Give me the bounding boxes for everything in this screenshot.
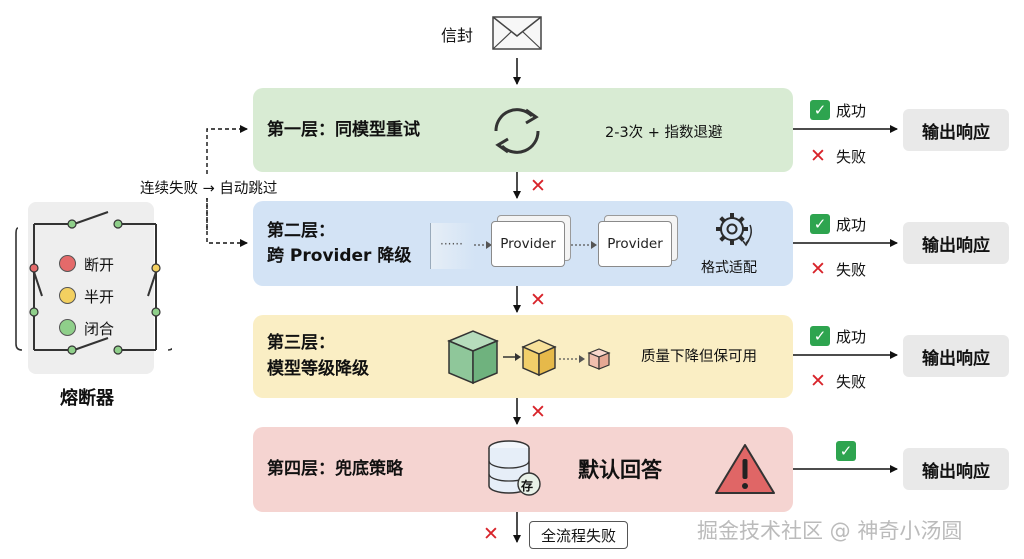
small-cube-icon — [587, 348, 611, 370]
layer-3-note: 质量下降但保可用 — [641, 349, 757, 365]
breaker-circuit-icon — [15, 211, 172, 355]
breaker-state-half-open-dot — [59, 287, 76, 304]
layer-4-title: 第四层：兜底策略 — [267, 459, 403, 479]
final-fail-box: 全流程失败 — [529, 521, 628, 549]
layer-2-title-line1: 第二层： — [267, 221, 335, 241]
fail-label-1: 失败 — [836, 148, 867, 166]
success-check-icon-1: ✓ — [810, 100, 830, 120]
breaker-panel — [28, 202, 154, 374]
fail-x-between-2-3: ✕ — [530, 289, 546, 311]
fail-label-2: 失败 — [836, 261, 867, 279]
provider-dots: ······ — [440, 237, 463, 251]
skip-label: 连续失败 → 自动跳过 — [138, 177, 280, 198]
layer-3-title-line1: 第三层： — [267, 333, 335, 353]
provider-stack-fade — [430, 223, 475, 269]
refresh-cycle-icon — [494, 108, 540, 154]
large-cube-icon — [447, 330, 499, 385]
fail-x-icon-3: ✕ — [810, 370, 826, 392]
provider-card-1-label: Provider — [500, 236, 556, 252]
output-response-1-label: 输出响应 — [922, 122, 990, 143]
output-response-2: 输出响应 — [903, 222, 1009, 264]
provider-card-1: Provider — [491, 221, 565, 267]
fail-x-icon-1: ✕ — [810, 145, 826, 167]
layer-2-note: 格式适配 — [701, 260, 757, 276]
layer-3-title-line2: 模型等级降级 — [267, 359, 369, 379]
fail-label-3: 失败 — [836, 373, 867, 391]
fail-x-final: ✕ — [483, 523, 499, 545]
layer-1-title: 第一层：同模型重试 — [267, 120, 420, 140]
breaker-title: 熔断器 — [60, 388, 114, 409]
success-label-2: 成功 — [836, 216, 867, 234]
model-cubes-graphic — [447, 330, 611, 385]
output-response-4: 输出响应 — [903, 448, 1009, 490]
output-response-3-label: 输出响应 — [922, 348, 990, 369]
skip-line-layer1 — [206, 125, 248, 230]
breaker-state-half-open-label: 半开 — [84, 288, 115, 306]
database-storage-icon — [488, 440, 541, 496]
provider-card-2-label: Provider — [607, 236, 663, 252]
breaker-state-closed-dot — [59, 319, 76, 336]
fail-x-between-1-2: ✕ — [530, 175, 546, 197]
provider-arrow-2 — [571, 241, 597, 249]
envelope-icon — [492, 16, 542, 50]
layer-3-box: 第三层： 模型等级降级 — [253, 315, 793, 398]
success-label-3: 成功 — [836, 328, 867, 346]
layer-4-note: 默认回答 — [578, 458, 662, 482]
output-response-2-label: 输出响应 — [922, 235, 990, 256]
layer-2-box: 第二层： 跨 Provider 降级 ······ Provider Provi… — [253, 201, 793, 286]
breaker-state-open-dot — [59, 255, 76, 272]
watermark: 掘金技术社区 @ 神奇小汤圆 — [697, 519, 963, 543]
output-response-3: 输出响应 — [903, 335, 1009, 377]
layer-1-note: 2-3次 + 指数退避 — [605, 125, 723, 141]
success-check-icon-3: ✓ — [810, 326, 830, 346]
final-fail-label: 全流程失败 — [540, 526, 616, 545]
breaker-state-closed-label: 闭合 — [84, 320, 115, 338]
output-response-4-label: 输出响应 — [922, 461, 990, 482]
success-check-icon-2: ✓ — [810, 214, 830, 234]
warning-icon — [715, 444, 775, 494]
success-label-1: 成功 — [836, 102, 867, 120]
fail-x-between-3-4: ✕ — [530, 401, 546, 423]
medium-cube-icon — [521, 339, 557, 377]
output-response-1: 输出响应 — [903, 109, 1009, 151]
layer-4-box: 第四层：兜底策略 存 默认回答 — [253, 427, 793, 512]
envelope-label: 信封 — [441, 26, 474, 45]
skip-line-layer2 — [206, 196, 248, 247]
fail-x-icon-2: ✕ — [810, 258, 826, 280]
breaker-state-open-label: 断开 — [84, 256, 115, 274]
layer-1-box: 第一层：同模型重试 2-3次 + 指数退避 — [253, 88, 793, 172]
gear-icon — [716, 213, 752, 247]
provider-card-2: Provider — [598, 221, 672, 267]
layer-2-title-line2: 跨 Provider 降级 — [267, 246, 412, 266]
success-check-icon-4: ✓ — [836, 441, 856, 461]
storage-badge-label: 存 — [521, 479, 534, 493]
provider-arrow-1 — [474, 241, 492, 249]
